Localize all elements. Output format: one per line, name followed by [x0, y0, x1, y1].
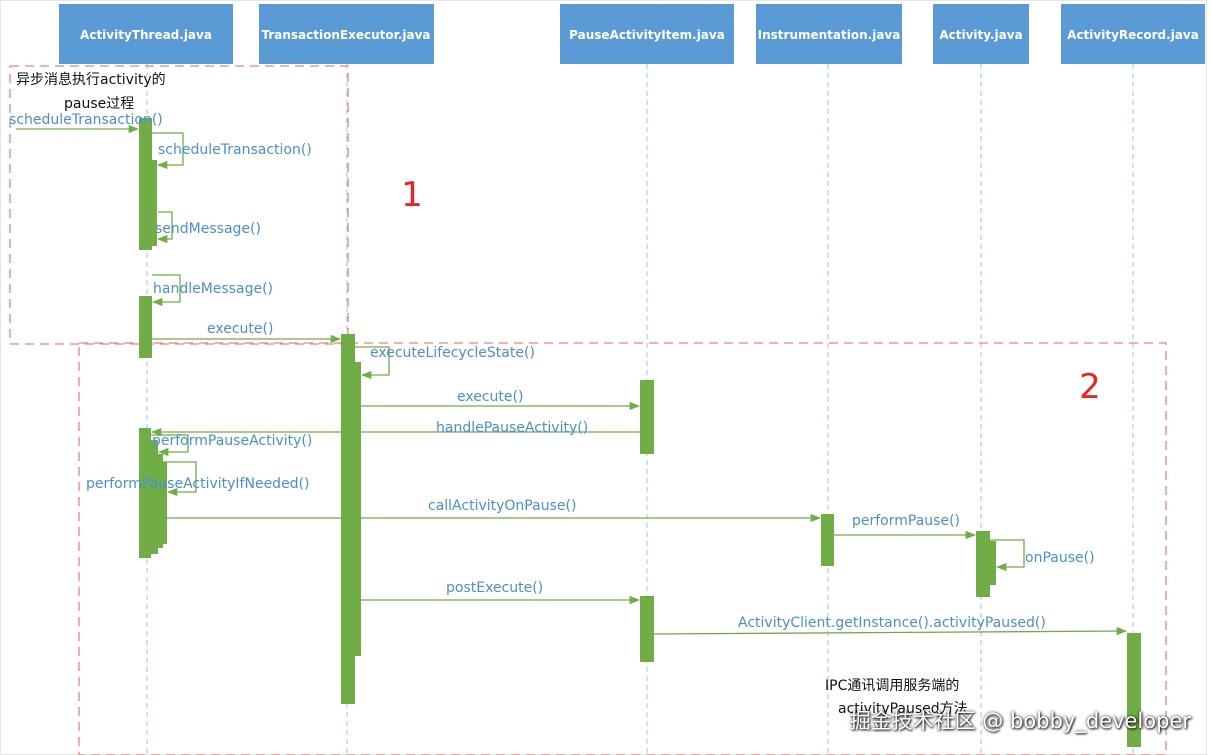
header-pauseactivityitem[interactable]	[560, 4, 734, 64]
label-handlepauseactivity: handlePauseActivity()	[436, 420, 588, 436]
label-activitypaused: ActivityClient.getInstance().activityPau…	[738, 615, 1046, 631]
region-1-box	[9, 65, 349, 345]
header-transactionexecutor-label: TransactionExecutor.java	[261, 28, 430, 42]
activation-bar	[151, 160, 157, 246]
region-2-number: 2	[1079, 367, 1101, 407]
label-execute-2: execute()	[457, 389, 523, 405]
activation-bar	[139, 118, 152, 250]
region-1-number: 1	[401, 175, 423, 215]
header-activity[interactable]	[933, 4, 1029, 64]
arrow-performpauseactivityifneeded-self	[158, 461, 197, 497]
arrow-handlemessage-self	[151, 274, 181, 307]
activation-bar	[139, 428, 151, 558]
arrow-scheduletransaction-self	[152, 132, 184, 170]
watermark: 掘金技术社区 @ bobby_developer	[849, 709, 1191, 733]
note-region-1-line1: 异步消息执行activity的	[16, 71, 166, 88]
notes: 异步消息执行activity的 pause过程 IPC通讯调用服务端的 acti…	[16, 71, 968, 717]
region-2-box	[78, 342, 1167, 755]
header-activityrecord-label: ActivityRecord.java	[1067, 28, 1199, 42]
header-instrumentation[interactable]	[756, 4, 902, 64]
label-sendmessage: sendMessage()	[155, 221, 261, 237]
activation-bar	[354, 362, 361, 656]
activation-bars	[139, 118, 1141, 747]
arrow-sendmessage-self	[156, 211, 173, 244]
label-performpauseactivity: performPauseActivity()	[152, 433, 312, 449]
activation-bar	[150, 440, 158, 554]
label-callactivityonpause: callActivityOnPause()	[428, 498, 576, 514]
arrow-executelifecyclestate-self	[355, 346, 390, 380]
header-activity-label: Activity.java	[939, 28, 1022, 42]
header-pauseactivityitem-label: PauseActivityItem.java	[569, 28, 725, 42]
participant-headers: ActivityThread.java TransactionExecutor.…	[59, 4, 1205, 64]
header-transactionexecutor[interactable]	[259, 4, 434, 64]
activation-bar	[1127, 633, 1141, 747]
header-activitythread-label: ActivityThread.java	[80, 28, 212, 42]
activation-bar	[821, 514, 834, 566]
label-scheduletransaction-in: scheduleTransaction()	[9, 112, 163, 128]
note-ipc-line2: activityPaused方法	[838, 701, 968, 717]
activation-bar	[139, 296, 152, 358]
header-instrumentation-label: Instrumentation.java	[758, 28, 901, 42]
label-performpauseactivityifneeded: performPauseActivityIfNeeded()	[86, 476, 310, 492]
activation-bar	[341, 334, 355, 704]
label-performpause: performPause()	[852, 513, 960, 529]
activation-bar	[162, 462, 167, 544]
label-executelifecyclestate: executeLifecycleState()	[370, 345, 535, 361]
activation-bar	[640, 596, 654, 662]
label-onpause: onPause()	[1025, 550, 1095, 566]
label-scheduletransaction-self: scheduleTransaction()	[158, 142, 312, 158]
activation-bar	[989, 541, 996, 585]
label-execute-1: execute()	[207, 321, 273, 337]
arrow-activitypaused	[653, 626, 1128, 636]
header-activitythread[interactable]	[59, 4, 233, 64]
note-ipc-line1: IPC通讯调用服务端的	[825, 678, 959, 694]
label-handlemessage: handleMessage()	[153, 281, 273, 297]
arrow-onpause-self	[990, 539, 1025, 572]
message-arrows	[16, 124, 1128, 636]
activation-bar	[976, 531, 990, 597]
header-activityrecord[interactable]	[1061, 4, 1205, 64]
label-postexecute: postExecute()	[446, 580, 543, 596]
message-labels: scheduleTransaction() scheduleTransactio…	[9, 112, 1095, 631]
note-region-1-line2: pause过程	[64, 96, 134, 112]
activation-bar	[640, 380, 654, 454]
arrow-performpauseactivity-self	[151, 434, 189, 457]
activation-bar	[157, 454, 163, 548]
